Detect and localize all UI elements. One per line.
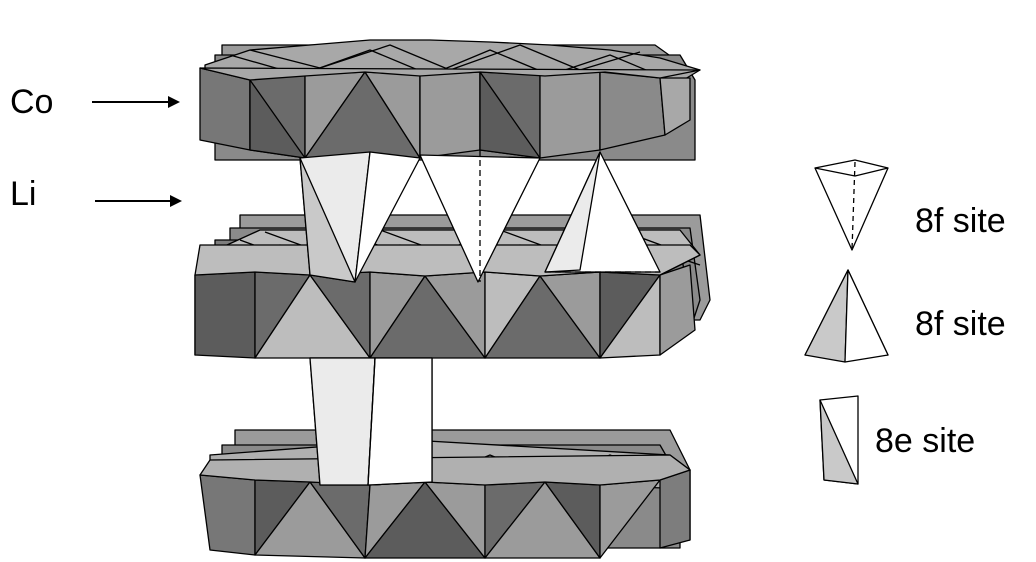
legend-label-8f-up: 8f site <box>915 305 1006 343</box>
co-label: Co <box>10 83 53 121</box>
li-polyhedra-lower <box>310 358 432 485</box>
top-co-layer <box>200 40 700 160</box>
li-label: Li <box>10 175 36 213</box>
bottom-co-layer <box>200 430 690 558</box>
li-polyhedra-upper <box>300 150 660 282</box>
li-arrow-icon <box>95 195 182 207</box>
legend-label-8e: 8e site <box>875 422 975 460</box>
octahedron-icon <box>820 396 858 484</box>
tetrahedron-down-icon <box>815 160 888 250</box>
tetrahedron-up-icon <box>805 270 888 362</box>
legend-label-8f-down: 8f site <box>915 202 1006 240</box>
co-arrow-icon <box>92 96 180 108</box>
